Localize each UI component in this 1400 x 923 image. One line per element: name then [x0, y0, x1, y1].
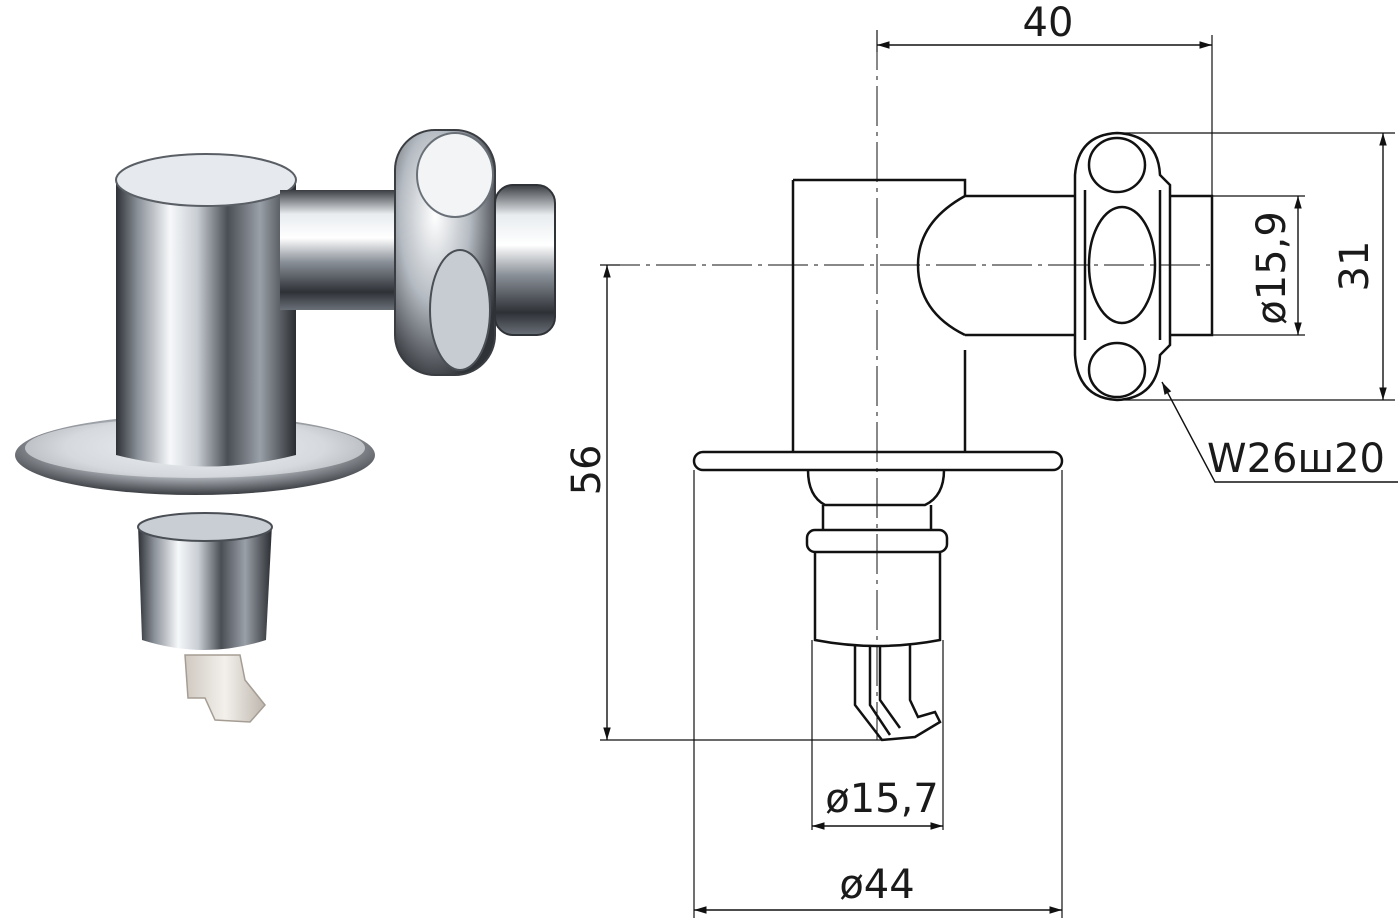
union-nut — [394, 129, 496, 376]
drawing-nozzle — [853, 645, 942, 742]
drawing-union-nut — [1073, 131, 1172, 402]
drawing-neck — [806, 469, 946, 507]
dim-width-top: 40 — [1023, 0, 1074, 46]
dim-height-right: 31 — [1332, 241, 1378, 292]
hose-nozzle — [184, 654, 266, 723]
product-photo — [15, 129, 556, 723]
drawing-body — [791, 178, 967, 452]
dim-diam-outlet: ø15,7 — [825, 776, 939, 822]
dim-thread: W26ш20 — [1207, 436, 1385, 482]
drawing-thread-stub — [1170, 194, 1214, 337]
drawing-arm — [916, 194, 1075, 337]
vertical-body — [116, 180, 296, 467]
thread-stub — [494, 184, 556, 336]
drawing-flange — [692, 450, 1064, 472]
body-top-cap — [115, 153, 297, 207]
outlet-body — [138, 525, 272, 650]
dim-height-left: 56 — [564, 445, 610, 496]
thread-leader — [1161, 381, 1398, 483]
dimension-labels: 40 31 ø15,9 56 ø15,7 ø44 W26ш20 — [564, 0, 1385, 908]
dim-diam-flange: ø44 — [839, 862, 914, 908]
technical-drawing — [600, 30, 1398, 918]
dim-diam-inlet: ø15,9 — [1249, 211, 1295, 325]
